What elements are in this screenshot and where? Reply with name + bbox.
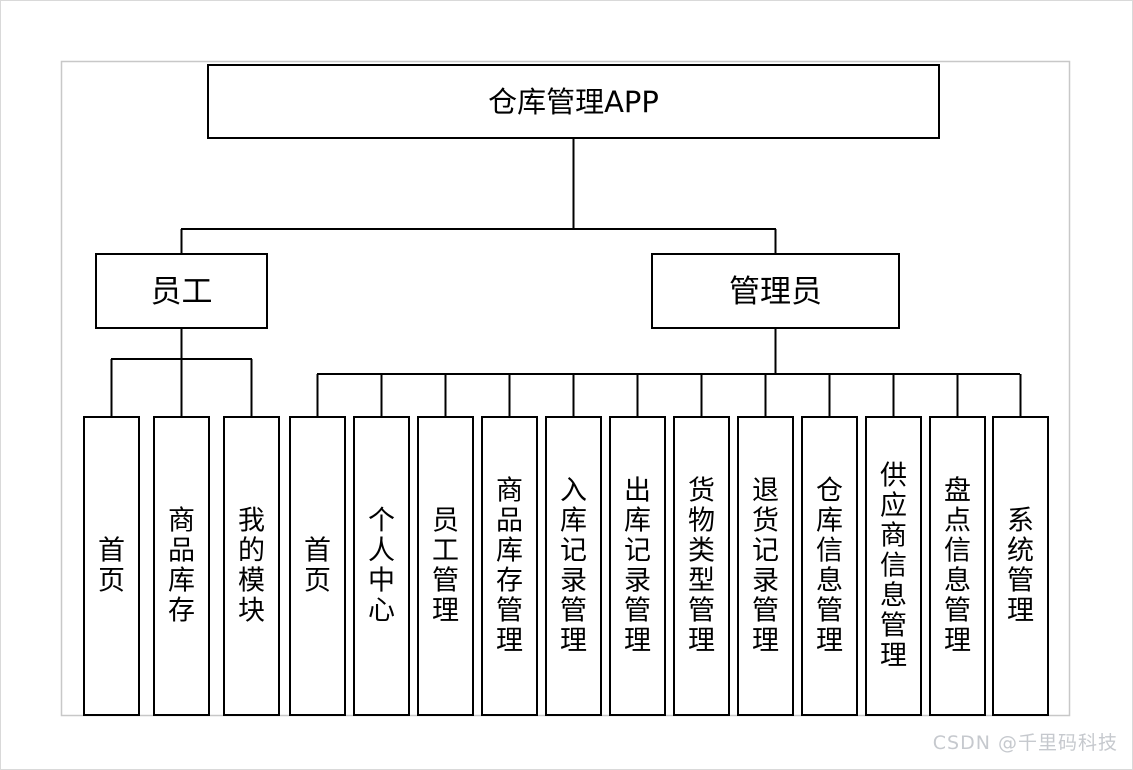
leaf-node-label: 我的模块	[238, 506, 265, 627]
leaf-node[interactable]: 我的模块	[223, 416, 280, 716]
csdn-watermark: CSDN @千里码科技	[932, 732, 1118, 754]
leaf-node-label: 系统管理	[1007, 506, 1034, 627]
leaf-node[interactable]: 盘点信息管理	[929, 416, 986, 716]
leaf-node[interactable]: 系统管理	[992, 416, 1049, 716]
leaf-node-label: 入库记录管理	[560, 476, 587, 657]
node-root[interactable]: 仓库管理APP	[207, 64, 940, 139]
leaf-node-box[interactable]	[353, 416, 410, 716]
leaf-node[interactable]: 首页	[289, 416, 346, 716]
leaf-node-label: 盘点信息管理	[944, 476, 971, 657]
leaf-node-label: 商品库存管理	[496, 476, 523, 657]
node-branch-employee-label: 员工	[151, 274, 213, 310]
leaf-node-box[interactable]	[153, 416, 210, 716]
leaf-node[interactable]: 个人中心	[353, 416, 410, 716]
node-branch-admin-label: 管理员	[729, 274, 822, 310]
leaf-node[interactable]: 首页	[83, 416, 140, 716]
leaf-node-box[interactable]	[481, 416, 538, 716]
leaf-node-label: 供应商信息管理	[880, 461, 907, 672]
leaf-node[interactable]: 仓库信息管理	[801, 416, 858, 716]
leaf-node[interactable]: 退货记录管理	[737, 416, 794, 716]
node-branch-admin[interactable]: 管理员	[651, 253, 900, 329]
leaf-node-box[interactable]	[865, 416, 922, 716]
leaf-node-box[interactable]	[417, 416, 474, 716]
node-branch-employee-box[interactable]	[95, 253, 268, 329]
leaf-node-layer: 首页 商品库存 我的模块 首页 个人中心 员工管理 商品库存管理 入库记录管理 出库记录管理 货物…	[83, 416, 1049, 716]
leaf-node-box[interactable]	[992, 416, 1049, 716]
leaf-node-box[interactable]	[929, 416, 986, 716]
node-branch-employee[interactable]: 员工	[95, 253, 268, 329]
leaf-node-box[interactable]	[223, 416, 280, 716]
leaf-node-label: 首页	[98, 536, 125, 597]
leaf-node-label: 个人中心	[368, 506, 395, 627]
leaf-node-box[interactable]	[545, 416, 602, 716]
leaf-node-box[interactable]	[83, 416, 140, 716]
leaf-node[interactable]: 入库记录管理	[545, 416, 602, 716]
leaf-node-label: 货物类型管理	[688, 476, 715, 657]
connector-lines	[110, 138, 1022, 417]
leaf-node[interactable]: 商品库存	[153, 416, 210, 716]
node-root-label: 仓库管理APP	[488, 85, 659, 119]
leaf-node[interactable]: 员工管理	[417, 416, 474, 716]
leaf-node-label: 仓库信息管理	[816, 476, 843, 657]
leaf-node[interactable]: 商品库存管理	[481, 416, 538, 716]
leaf-node[interactable]: 供应商信息管理	[865, 416, 922, 716]
leaf-node-box[interactable]	[737, 416, 794, 716]
leaf-node-label: 首页	[304, 536, 331, 597]
leaf-node-label: 出库记录管理	[624, 476, 651, 657]
leaf-node[interactable]: 出库记录管理	[609, 416, 666, 716]
leaf-node-label: 员工管理	[432, 506, 459, 627]
leaf-node[interactable]: 货物类型管理	[673, 416, 730, 716]
node-branch-admin-box[interactable]	[651, 253, 900, 329]
leaf-node-box[interactable]	[289, 416, 346, 716]
leaf-node-box[interactable]	[801, 416, 858, 716]
node-root-box[interactable]	[207, 64, 940, 139]
leaf-node-box[interactable]	[673, 416, 730, 716]
leaf-node-label: 退货记录管理	[752, 476, 779, 657]
leaf-node-label: 商品库存	[168, 506, 195, 627]
leaf-node-box[interactable]	[609, 416, 666, 716]
